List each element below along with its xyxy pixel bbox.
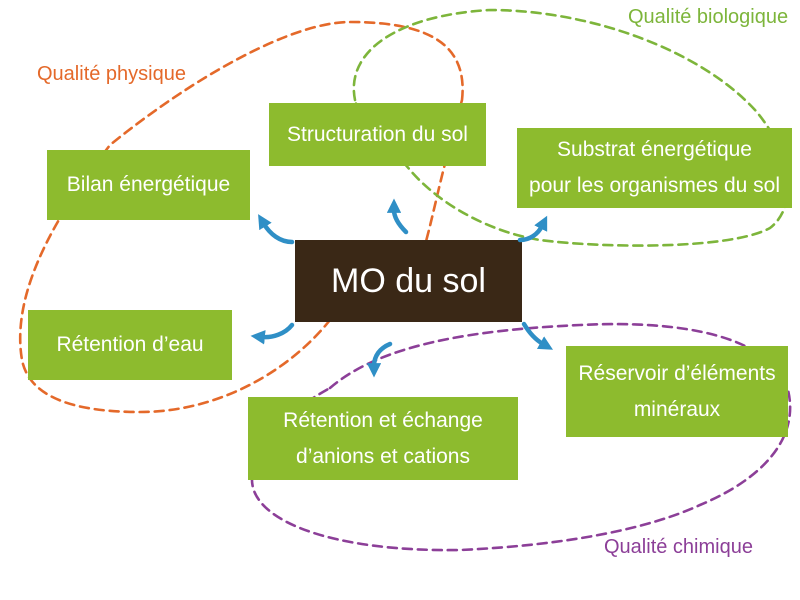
center-label: MO du sol — [331, 261, 486, 300]
box-label-line: Rétention d’eau — [56, 333, 204, 356]
box-structuration-du-sol: Structuration du sol — [269, 103, 486, 166]
box-reservoir-elements-mineraux: Réservoir d’éléments minéraux — [566, 346, 788, 437]
physical-quality-loop — [18, 20, 464, 414]
box-label-line: pour les organismes du sol — [529, 174, 780, 197]
physical-quality-label: Qualité physique — [37, 63, 186, 85]
box-bilan-energetique: Bilan énergétique — [47, 150, 250, 220]
box-substrat-energetique: Substrat énergétique pour les organismes… — [517, 128, 792, 208]
chemical-quality-label: Qualité chimique — [604, 536, 753, 558]
box-label-line: d’anions et cations — [296, 444, 470, 468]
box-label-line: Substrat énergétique — [557, 138, 752, 161]
biological-quality-loop — [352, 8, 790, 247]
box-retention-echange: Rétention et échange d’anions et cations — [248, 397, 518, 480]
soil-organic-matter-box: MO du sol — [295, 240, 522, 322]
box-label-line: Structuration du sol — [287, 122, 468, 146]
biological-quality-label: Qualité biologique — [628, 6, 789, 28]
box-retention-eau: Rétention d’eau — [28, 310, 232, 380]
box-label-line: Bilan énergétique — [66, 173, 231, 196]
box-label-line: Rétention et échange — [283, 408, 483, 432]
box-label-line: Réservoir d’éléments — [578, 361, 776, 385]
chemical-quality-loop — [250, 322, 792, 552]
box-label-line: minéraux — [633, 397, 721, 421]
